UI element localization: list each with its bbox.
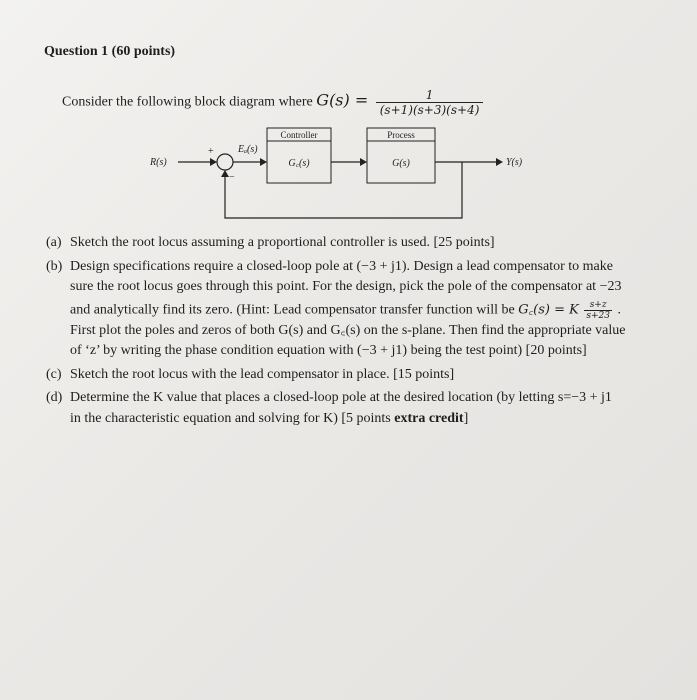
minus-sign: − xyxy=(229,172,235,183)
gc-denominator: s+23 xyxy=(586,310,610,321)
gc-numerator: s+z xyxy=(584,300,612,311)
part-a: (a) Sketch the root locus assuming a pro… xyxy=(46,233,686,254)
part-d: (d) Determine the K value that places a … xyxy=(46,388,686,429)
controller-header: Controller xyxy=(281,130,318,140)
error-arrowhead xyxy=(260,158,267,166)
part-c-label: (c) xyxy=(46,366,62,382)
part-d-label: (d) xyxy=(46,390,63,406)
process-header: Process xyxy=(387,130,415,140)
part-b: (b) Design specifications require a clos… xyxy=(46,257,686,362)
g-numerator: 1 xyxy=(375,88,484,103)
part-b-line5: of ‘z’ by writing the phase condition eq… xyxy=(70,343,587,359)
question-title: Question 1 (60 points) xyxy=(44,44,176,59)
part-b-line3: and analytically find its zero. (Hint: L… xyxy=(70,300,686,321)
input-arrowhead xyxy=(210,158,217,166)
part-d-line2-end: ] xyxy=(463,410,469,426)
part-d-line2-text: in the characteristic equation and solvi… xyxy=(70,410,395,426)
part-c: (c) Sketch the root locus with the lead … xyxy=(46,365,686,386)
part-b-line2: sure the root locus goes through this po… xyxy=(70,279,622,294)
part-b-line3-text: and analytically find its zero. (Hint: L… xyxy=(70,302,515,318)
input-label: R(s) xyxy=(150,157,167,168)
process-tf: G(s) xyxy=(392,158,410,169)
summing-junction xyxy=(216,153,234,171)
extra-credit-emphasis: extra credit xyxy=(394,410,464,426)
part-b-line4: First plot the poles and zeros of both G… xyxy=(70,322,626,338)
part-b-label: (b) xyxy=(46,258,63,274)
part-c-text: Sketch the root locus with the lead comp… xyxy=(70,366,455,382)
intro-text: Consider the following block diagram whe… xyxy=(62,94,313,110)
controller-tf: G꜀(s) xyxy=(288,158,310,169)
control-arrowhead xyxy=(360,158,367,166)
question-parts: (a) Sketch the root locus assuming a pro… xyxy=(46,233,686,432)
part-a-text: Sketch the root locus assuming a proport… xyxy=(70,235,495,250)
part-d-line2: in the characteristic equation and solvi… xyxy=(70,409,686,430)
part-b-line3-end: . xyxy=(617,302,621,318)
intro-line: Consider the following block diagram whe… xyxy=(62,88,484,117)
gc-fraction: s+z s+23 xyxy=(584,300,612,321)
error-label: Eₐ(s) xyxy=(237,144,258,155)
feedback-path xyxy=(224,162,463,219)
part-d-line1: Determine the K value that places a clos… xyxy=(70,390,612,406)
output-label: Y(s) xyxy=(506,157,523,168)
feedback-arrowhead xyxy=(221,170,229,177)
g-fraction: 1 (s+1)(s+3)(s+4) xyxy=(375,88,484,117)
part-b-line1: Design specifications require a closed-l… xyxy=(70,258,613,274)
output-arrowhead xyxy=(496,158,503,166)
part-a-label: (a) xyxy=(46,235,62,250)
gc-equation: G꜀(s) = K xyxy=(518,302,579,318)
block-diagram: R(s) + − Eₐ(s) Controller G꜀(s) Process … xyxy=(150,127,523,219)
plus-sign: + xyxy=(208,146,214,157)
g-symbol: G(s) = xyxy=(316,90,369,110)
g-denominator: (s+1)(s+3)(s+4) xyxy=(379,103,480,117)
